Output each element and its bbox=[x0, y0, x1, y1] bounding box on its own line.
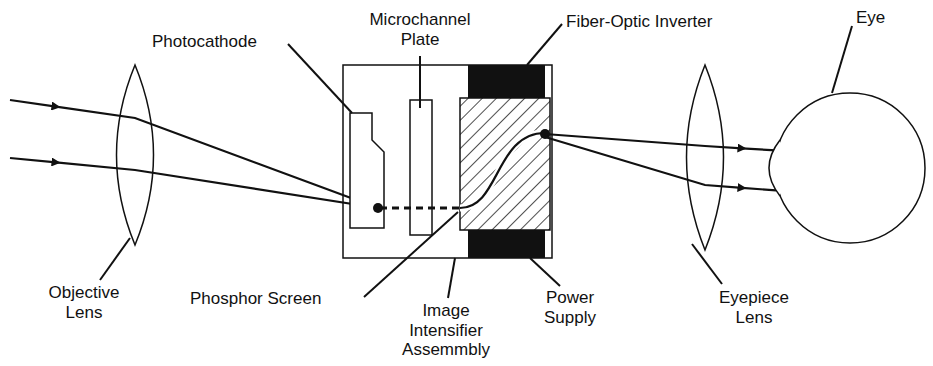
light-ray bbox=[545, 137, 742, 188]
part-label: Eye bbox=[856, 8, 885, 28]
microchannel-plate bbox=[410, 100, 432, 235]
leader-line bbox=[527, 24, 562, 65]
part-label: Phosphor Screen bbox=[190, 289, 321, 309]
electron-path bbox=[380, 207, 460, 210]
light-ray bbox=[742, 148, 776, 150]
light-ray bbox=[56, 162, 378, 208]
leader-line bbox=[832, 26, 852, 93]
part-label: Fiber-Optic Inverter bbox=[566, 12, 712, 32]
cornea bbox=[769, 140, 780, 196]
power-supply bbox=[468, 230, 545, 258]
leader-line bbox=[364, 212, 458, 297]
eyepiece-lens bbox=[687, 65, 724, 250]
power-supply bbox=[468, 65, 545, 98]
light-ray bbox=[742, 188, 776, 191]
part-label: Objective Lens bbox=[39, 283, 129, 322]
objective-lens bbox=[117, 65, 154, 245]
leader-line bbox=[288, 44, 352, 113]
part-label: Photocathode bbox=[152, 32, 257, 52]
part-label: Power Supply bbox=[534, 288, 606, 327]
focal-point bbox=[373, 203, 383, 213]
fiber-optic-inverter bbox=[460, 98, 550, 230]
part-label: Eyepiece Lens bbox=[713, 288, 795, 327]
photocathode bbox=[350, 113, 384, 228]
leader-line bbox=[692, 244, 722, 284]
light-ray bbox=[10, 100, 56, 107]
intensifier-housing bbox=[343, 65, 552, 258]
light-ray bbox=[10, 158, 56, 162]
part-label: Image Intensifier Assemmbly bbox=[396, 301, 496, 360]
eyeball bbox=[775, 93, 925, 243]
leader-line bbox=[100, 238, 130, 280]
leader-line bbox=[419, 56, 421, 108]
leader-line bbox=[530, 258, 560, 286]
light-ray bbox=[56, 107, 378, 208]
part-label: Microchannel Plate bbox=[361, 10, 479, 49]
fiber-path bbox=[460, 133, 545, 208]
fiber-path-halo bbox=[460, 133, 545, 208]
leader-line bbox=[448, 258, 455, 298]
